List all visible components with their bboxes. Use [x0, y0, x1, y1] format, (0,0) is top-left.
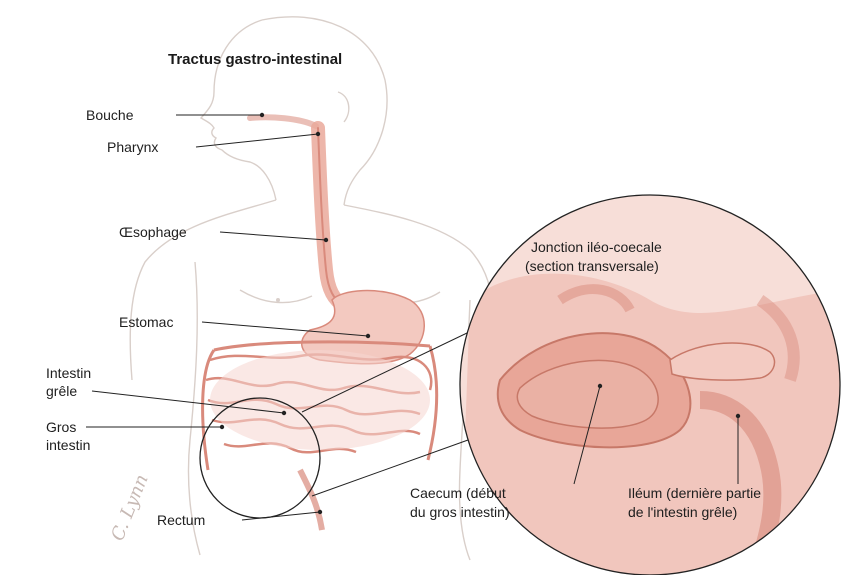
artist-signature: C. Lynn	[107, 471, 153, 543]
label-caecum-text-1: Caecum (début	[410, 485, 506, 501]
label-gros-intestin: Gros intestin	[46, 419, 224, 453]
inset-title-line-2: (section transversale)	[525, 258, 659, 274]
label-ileum-text-2: de l'intestin grêle)	[628, 504, 737, 520]
diagram-title: Tractus gastro-intestinal	[168, 51, 342, 68]
label-oesophage-text: Œsophage	[119, 224, 187, 240]
label-gros-intestin-text-1: Gros	[46, 419, 76, 435]
label-estomac-text: Estomac	[119, 314, 173, 330]
label-intestin-grele-text-1: Intestin	[46, 365, 91, 381]
inset-title-line-1: Jonction iléo-coecale	[531, 239, 662, 255]
label-oesophage: Œsophage	[119, 224, 328, 242]
label-rectum-text: Rectum	[157, 512, 205, 528]
label-ileum-text-1: Iléum (dernière partie	[628, 485, 761, 501]
label-pharynx-text: Pharynx	[107, 139, 158, 155]
label-caecum-text-2: du gros intestin)	[410, 504, 510, 520]
body-silhouette	[130, 17, 493, 560]
label-gros-intestin-text-2: intestin	[46, 437, 90, 453]
label-intestin-grele-text-2: grêle	[46, 383, 77, 399]
label-rectum: Rectum	[157, 510, 322, 528]
digestive-tract	[200, 117, 490, 530]
label-bouche-text: Bouche	[86, 107, 134, 123]
label-pharynx: Pharynx	[107, 132, 320, 155]
label-bouche: Bouche	[86, 107, 264, 123]
